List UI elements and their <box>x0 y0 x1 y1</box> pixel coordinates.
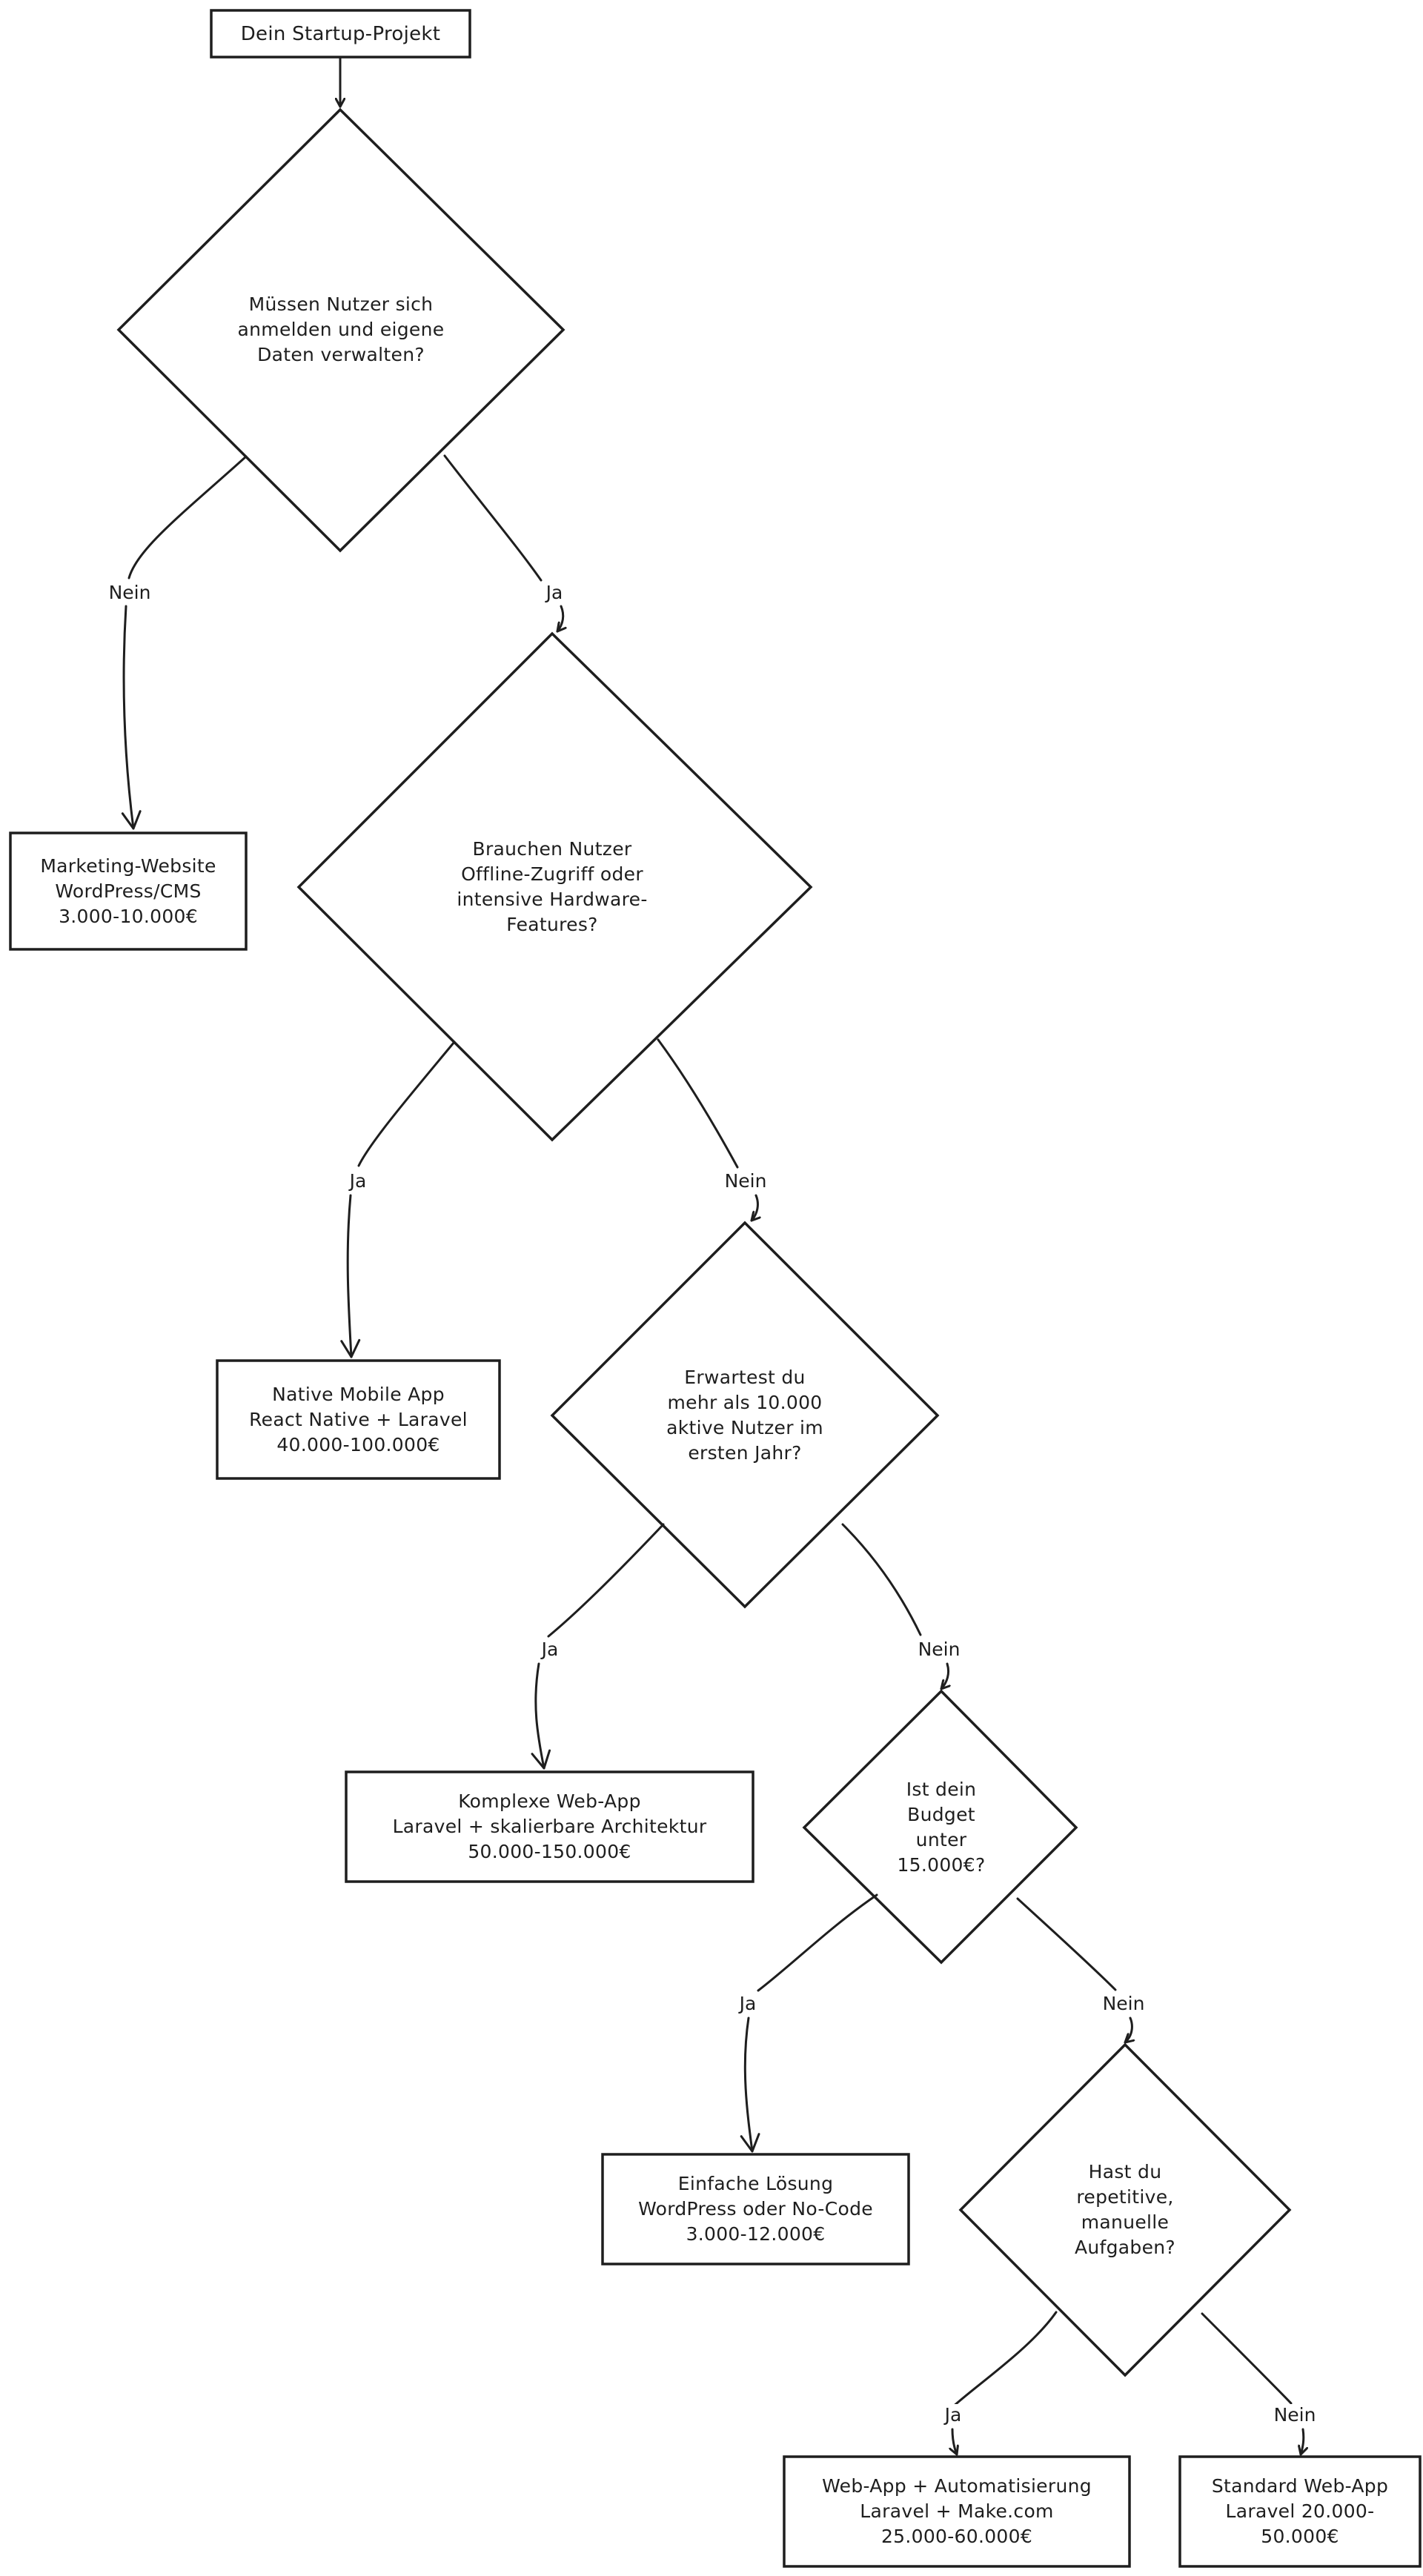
decision-q2-line: Offline-Zugriff oder <box>461 863 643 885</box>
outcome-native-shape <box>216 1359 501 1480</box>
outcome-einfach-price: 3.000-12.000€ <box>686 2223 826 2245</box>
decision-q5-line: Hast du <box>1088 2161 1162 2182</box>
decision-q4-shape <box>802 1689 1078 1965</box>
decision-q1-line: Daten verwalten? <box>257 344 425 365</box>
outcome-automatisierung-shape <box>783 2455 1131 2568</box>
edge-label-q4-nein: Nein <box>1099 1993 1148 2015</box>
decision-q1-line: Müssen Nutzer sich <box>248 293 434 315</box>
edge-label-q2-ja: Ja <box>346 1170 370 1192</box>
edge-label-q5-nein: Nein <box>1270 2404 1319 2426</box>
outcome-komplex-title: Komplexe Web-App <box>458 1790 641 1812</box>
edge-q3-q4-2 <box>940 1662 949 1690</box>
decision-q4-line: 15.000€? <box>897 1854 986 1876</box>
decision-q2-line: Features? <box>506 914 598 935</box>
outcome-komplex-tech: Laravel + skalierbare Architektur <box>392 1816 707 1837</box>
edge-q1-marketing-2 <box>121 605 142 830</box>
outcome-standard-shape <box>1178 2455 1422 2568</box>
edge-q2-q3-2 <box>752 1194 757 1222</box>
outcome-standard-tech: Laravel 20.000- <box>1225 2500 1375 2522</box>
decision-q3[interactable]: Erwartest du mehr als 10.000 aktive Nutz… <box>634 1341 856 1490</box>
edge-q2-native-2 <box>340 1194 361 1358</box>
decision-q1-line: anmelden und eigene <box>237 319 445 340</box>
outcome-komplex-price: 50.000-150.000€ <box>468 1841 631 1862</box>
decision-q5-shape <box>958 2042 1292 2377</box>
outcome-native-title: Native Mobile App <box>272 1383 445 1405</box>
edge-q4-einfach-2 <box>740 2016 760 2153</box>
decision-q4-line: Budget <box>907 1804 975 1825</box>
outcome-automatisierung[interactable]: Web-App + Automatisierung Laravel + Make… <box>784 2457 1130 2566</box>
edge-q4-q5-2 <box>1124 2016 1132 2044</box>
decision-q2-shape <box>296 631 813 1142</box>
decision-q3-line: ersten Jahr? <box>688 1442 802 1464</box>
decision-q2[interactable]: Brauchen Nutzer Offline-Zugriff oder int… <box>404 813 700 961</box>
edge-label-q3-nein: Nein <box>915 1639 963 1661</box>
outcome-native-tech: React Native + Laravel <box>249 1408 468 1430</box>
edge-label-q1-nein: Nein <box>105 582 154 604</box>
decision-q4-line: Ist dein <box>906 1779 977 1800</box>
edge-q2-q3 <box>657 1038 739 1169</box>
decision-q4[interactable]: Ist dein Budget unter 15.000€? <box>867 1753 1015 1902</box>
outcome-marketing-price: 3.000-10.000€ <box>59 905 198 927</box>
outcome-native-price: 40.000-100.000€ <box>276 1433 440 1455</box>
decision-q5-line: manuelle <box>1081 2211 1170 2233</box>
decision-q5[interactable]: Hast du repetitive, manuelle Aufgaben? <box>1051 2136 1199 2284</box>
outcome-standard[interactable]: Standard Web-App Laravel 20.000- 50.000€ <box>1180 2457 1420 2566</box>
outcome-automatisierung-title: Web-App + Automatisierung <box>822 2475 1092 2497</box>
edge-q3-komplex <box>547 1523 665 1638</box>
decision-q3-line: aktive Nutzer im <box>666 1417 823 1438</box>
outcome-marketing-title: Marketing-Website <box>40 854 216 877</box>
decision-q2-line: intensive Hardware- <box>457 889 648 910</box>
edge-q2-native <box>357 1040 456 1167</box>
edge-label-q5-ja: Ja <box>941 2404 965 2426</box>
edge-q1-marketing <box>127 455 248 580</box>
edge-q5-auto-2 <box>952 2428 957 2456</box>
start-node-label: Dein Startup-Projekt <box>240 22 441 45</box>
edge-q5-auto <box>949 2311 1058 2410</box>
edge-label-q3-ja: Ja <box>538 1639 562 1661</box>
outcome-komplex[interactable]: Komplexe Web-App Laravel + skalierbare A… <box>346 1772 753 1882</box>
decision-q1-shape <box>116 107 565 553</box>
edge-q3-q4 <box>841 1523 922 1636</box>
outcome-einfach-shape <box>601 2153 910 2265</box>
outcome-marketing-tech: WordPress/CMS <box>55 880 202 902</box>
edge-label-q1-ja: Ja <box>543 582 566 604</box>
decision-q5-line: repetitive, <box>1076 2186 1174 2208</box>
edge-q1-q2 <box>443 454 543 582</box>
outcome-einfach-tech: WordPress oder No-Code <box>638 2198 873 2220</box>
decision-q5-line: Aufgaben? <box>1074 2237 1175 2258</box>
edge-q5-standard-2 <box>1301 2428 1304 2456</box>
decision-q3-line: mehr als 10.000 <box>667 1392 823 1413</box>
edge-q4-q5 <box>1016 1897 1117 1991</box>
edge-label-q2-nein: Nein <box>721 1170 770 1192</box>
outcome-komplex-shape <box>345 1770 754 1883</box>
decision-q4-line: unter <box>915 1829 967 1850</box>
outcome-automatisierung-price: 25.000-60.000€ <box>880 2526 1033 2547</box>
outcome-marketing[interactable]: Marketing-Website WordPress/CMS 3.000-10… <box>10 833 246 949</box>
edge-q4-einfach <box>757 1893 878 1992</box>
edge-q5-standard <box>1201 2312 1293 2405</box>
outcome-native[interactable]: Native Mobile App React Native + Laravel… <box>217 1361 500 1478</box>
outcome-automatisierung-tech: Laravel + Make.com <box>860 2500 1054 2522</box>
decision-q3-line: Erwartest du <box>684 1367 806 1388</box>
edge-label-q4-ja: Ja <box>736 1993 760 2015</box>
decision-q3-shape <box>550 1221 940 1609</box>
decision-q2-line: Brauchen Nutzer <box>472 838 632 860</box>
outcome-standard-price: 50.000€ <box>1261 2526 1339 2547</box>
outcome-standard-title: Standard Web-App <box>1211 2475 1389 2497</box>
edge-q1-q2-2 <box>556 605 563 633</box>
start-node[interactable]: Dein Startup-Projekt <box>211 10 470 57</box>
edge-q3-komplex-2 <box>531 1662 551 1770</box>
outcome-einfach-title: Einfache Lösung <box>677 2173 834 2194</box>
outcome-marketing-shape <box>9 831 248 951</box>
decision-q1[interactable]: Müssen Nutzer sich anmelden und eigene D… <box>193 256 489 404</box>
outcome-einfach[interactable]: Einfache Lösung WordPress oder No-Code 3… <box>603 2154 909 2264</box>
